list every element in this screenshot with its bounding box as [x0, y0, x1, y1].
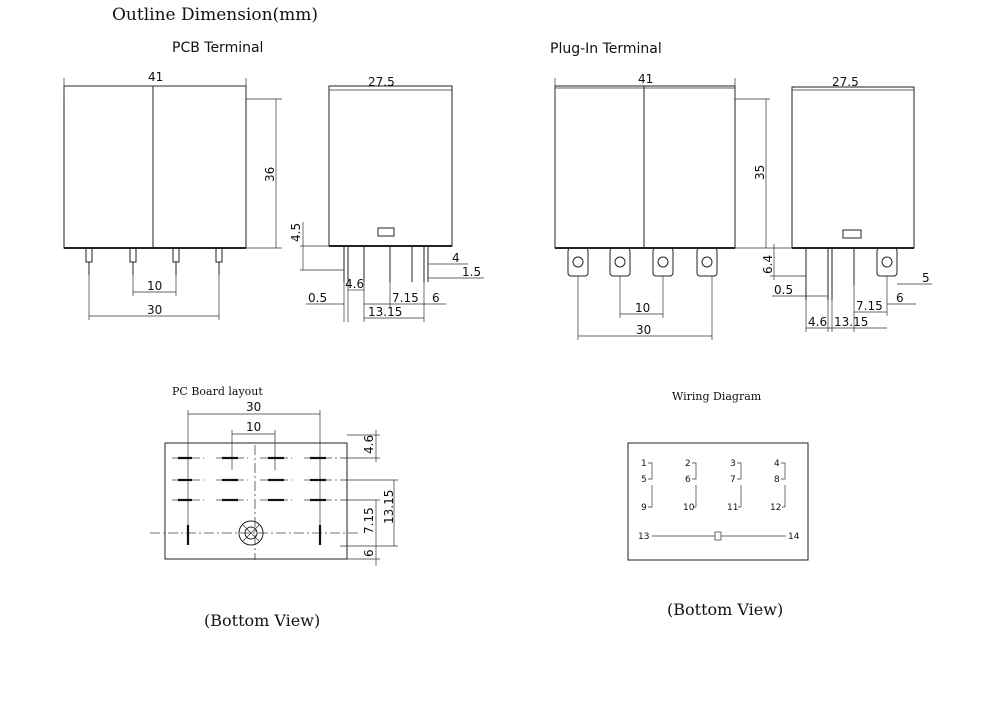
pcb-side-dim-4: 4 — [452, 251, 460, 265]
pin-4-label: 4 — [774, 459, 780, 469]
plugin-front-view: 41 35 10 30 — [554, 72, 770, 340]
pcb-front-width-label: 41 — [148, 70, 163, 84]
plugin-side-dim-5: 5 — [922, 271, 930, 285]
pcb-layout-dim-30: 30 — [246, 400, 261, 414]
wiring-caption: (Bottom View) — [667, 600, 783, 619]
pin-11-label: 11 — [727, 503, 738, 513]
pcb-layout-pads — [172, 456, 340, 546]
wiring-diagram: 1 5 9 2 6 10 3 7 11 4 8 12 13 14 — [627, 442, 809, 561]
pcb-side-dim-1-5: 1.5 — [462, 265, 481, 279]
pcb-front-height-label: 36 — [263, 167, 277, 182]
pcb-side-width-label: 27.5 — [368, 75, 395, 89]
pcb-side-dim-0-5: 0.5 — [308, 291, 327, 305]
pcb-layout-dim-13-15: 13.15 — [382, 490, 396, 524]
pcb-layout-dim-4-6: 4.6 — [362, 435, 376, 454]
plugin-side-dim-13-15: 13.15 — [834, 315, 868, 329]
pin-10-label: 10 — [683, 503, 695, 513]
pcb-side-dim-6: 6 — [432, 291, 440, 305]
plugin-side-dim-0-5: 0.5 — [774, 283, 793, 297]
plugin-side-width-label: 27.5 — [832, 75, 859, 89]
pcb-layout-dim-7-15: 7.15 — [362, 507, 376, 534]
pin-9-label: 9 — [641, 503, 647, 513]
plugin-front-outer-spacing-label: 30 — [636, 323, 651, 337]
wiring-diagram-title: Wiring Diagram — [672, 390, 762, 403]
plugin-side-pins — [805, 247, 898, 300]
pin-13-label: 13 — [638, 532, 649, 542]
pin-6-label: 6 — [685, 475, 691, 485]
pcb-side-dim-13-15: 13.15 — [368, 305, 402, 319]
pcb-front-pin-spacing-label: 10 — [147, 279, 162, 293]
pin-1-label: 1 — [641, 459, 647, 469]
plugin-side-dim-4-6: 4.6 — [808, 315, 827, 329]
pcb-side-dim-4-5: 4.5 — [289, 223, 303, 242]
plugin-front-height-label: 35 — [753, 165, 767, 180]
page-title: Outline Dimension(mm) — [112, 5, 318, 25]
plugin-side-dim-6: 6 — [896, 291, 904, 305]
pin-7-label: 7 — [730, 475, 736, 485]
pcb-side-dim-7-15: 7.15 — [392, 291, 419, 305]
plugin-side-dim-6-4: 6.4 — [761, 255, 775, 274]
pcb-layout-dim-10: 10 — [246, 420, 261, 434]
pcb-side-dim-4-6: 4.6 — [345, 277, 364, 291]
plugin-front-width-label: 41 — [638, 72, 653, 86]
plugin-front-tabs — [567, 247, 718, 277]
pcb-layout-title: PC Board layout — [172, 385, 263, 398]
pcb-side-view: 27.5 4.5 4 1.5 0.5 4.6 7.15 — [289, 75, 484, 322]
pcb-front-outer-spacing-label: 30 — [147, 303, 162, 317]
plugin-terminal-title: Plug-In Terminal — [550, 41, 662, 57]
plugin-side-dim-7-15: 7.15 — [856, 299, 883, 313]
pcb-layout-view: 30 10 — [150, 400, 398, 566]
pcb-layout-dim-6: 6 — [362, 549, 376, 557]
pin-5-label: 5 — [641, 475, 647, 485]
pin-12-label: 12 — [770, 503, 781, 513]
pcb-front-view: 41 36 10 30 — [63, 70, 282, 320]
plugin-front-pin-spacing-label: 10 — [635, 301, 650, 315]
pin-8-label: 8 — [774, 475, 780, 485]
pin-14-label: 14 — [788, 532, 800, 542]
pcb-terminal-title: PCB Terminal — [172, 40, 263, 56]
pin-3-label: 3 — [730, 459, 736, 469]
pcb-layout-caption: (Bottom View) — [204, 611, 320, 630]
pcb-front-pins — [85, 247, 223, 275]
pin-2-label: 2 — [685, 459, 691, 469]
plugin-side-view: 27.5 6.4 5 0.5 7.15 6 4.6 — [761, 75, 932, 332]
